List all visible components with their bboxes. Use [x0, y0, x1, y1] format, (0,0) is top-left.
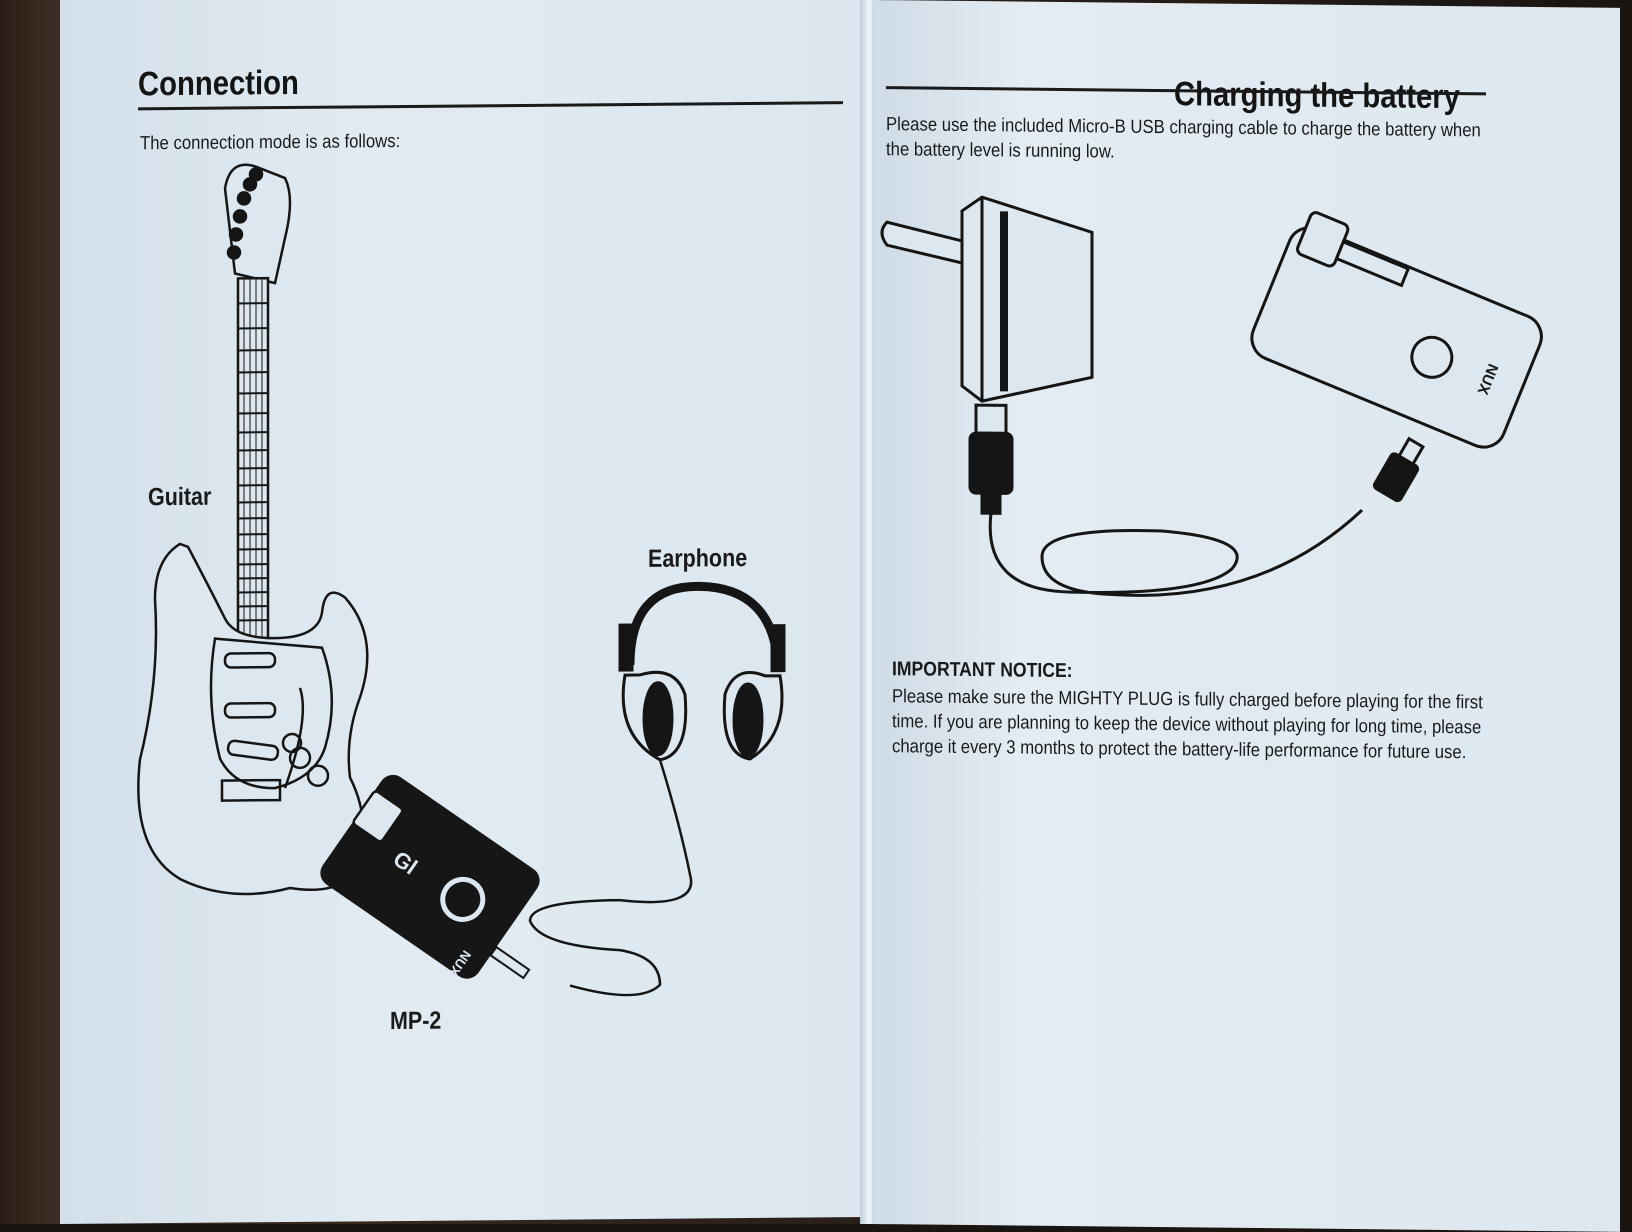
charging-page: Charging the battery Please use the incl… [872, 0, 1620, 1232]
guitar-illustration [138, 164, 367, 895]
wall-adapter-illustration: ⯓ [882, 196, 1092, 514]
charging-diagram: ⯓ NUX [872, 0, 1620, 1232]
notice-heading: IMPORTANT NOTICE: [892, 658, 1073, 683]
connection-page: Connection The connection mode is as fol… [60, 0, 866, 1224]
notice-body: Please make sure the MIGHTY PLUG is full… [892, 684, 1517, 766]
connection-diagram: Gl NUX [60, 0, 866, 1224]
manual-booklet: Connection The connection mode is as fol… [60, 0, 1620, 1224]
svg-text:⯓: ⯓ [978, 449, 1001, 477]
earphone-illustration [530, 586, 784, 996]
charging-device-illustration: NUX [1245, 206, 1553, 503]
usb-cable-illustration [990, 506, 1362, 598]
